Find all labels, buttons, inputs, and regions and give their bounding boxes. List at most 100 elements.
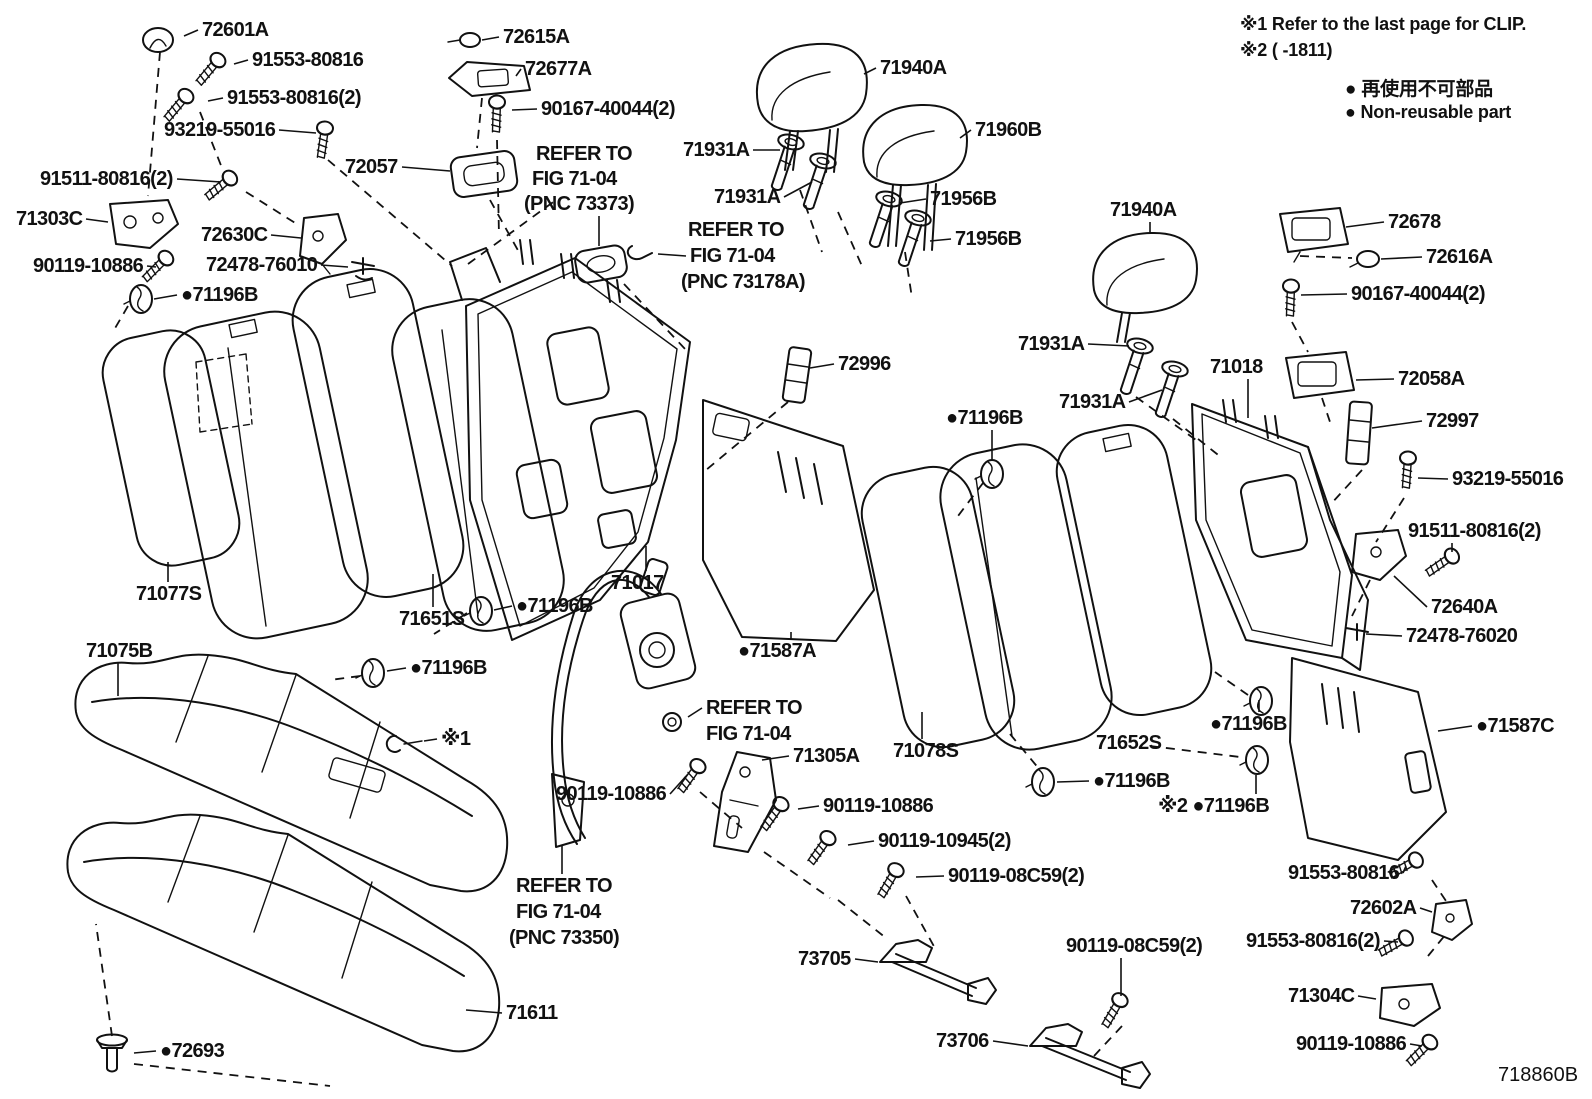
legend-non-reusable-jp: ● 再使用不可部品 <box>1345 79 1493 100</box>
part-label-72058A: 72058A <box>1398 368 1465 390</box>
part-label-FIG-71-04: FIG 71-04 <box>706 723 791 745</box>
part-label-72997: 72997 <box>1426 410 1479 432</box>
part-label-93219-55016: 93219-55016 <box>164 119 276 141</box>
seat-back-cushion-right-71078S <box>860 443 1113 751</box>
part-label-90119-08C59-2: 90119-08C59(2) <box>1066 935 1203 957</box>
part-label-FIG-71-04: FIG 71-04 <box>516 901 601 923</box>
clip-ref1 <box>385 734 423 753</box>
part-label-72478-76020: 72478-76020 <box>1406 625 1518 647</box>
figure-id: 718860B <box>1498 1064 1579 1086</box>
clip-72478-76010 <box>351 257 375 281</box>
hinge-71303C <box>109 199 179 249</box>
part-label-71078S: 71078S <box>893 740 959 762</box>
part-label-73705: 73705 <box>798 948 851 970</box>
belt-guide-72996 <box>781 346 813 404</box>
part-label-91553-80816: 91553-80816 <box>1288 862 1400 884</box>
clip-72615A <box>447 32 481 48</box>
part-label-71931A: 71931A <box>683 139 750 161</box>
seat-cushion-upper-71075B <box>74 653 509 893</box>
headrest-71940A <box>755 42 868 173</box>
part-label-REFER-TO: REFER TO <box>516 875 613 897</box>
part-label-90167-40044-2: 90167-40044(2) <box>541 98 676 120</box>
part-label-REFER-TO: REFER TO <box>688 219 785 241</box>
part-label-91511-80816-2: 91511-80816(2) <box>1408 520 1541 542</box>
part-label-93219-55016: 93219-55016 <box>1452 468 1564 490</box>
side-panel-71587C <box>1289 657 1447 861</box>
seat-back-cushion-center-71651S <box>291 268 565 632</box>
part-label-71931A: 71931A <box>1018 333 1085 355</box>
clip-72601A <box>142 27 174 53</box>
part-label-72678: 72678 <box>1388 211 1441 233</box>
part-label-72478-76010: 72478-76010 <box>206 254 318 276</box>
part-label-72630C: 72630C <box>201 224 268 246</box>
part-label-71651S: 71651S <box>399 608 465 630</box>
part-label-71196B: ●71196B <box>181 284 258 306</box>
part-label-71652S: 71652S <box>1096 732 1162 754</box>
headrest-71940A-right <box>1092 231 1198 343</box>
part-label-72693: ●72693 <box>160 1040 225 1062</box>
part-label-1: ※1 <box>441 728 471 750</box>
part-label-90119-10886: 90119-10886 <box>823 795 934 817</box>
seat-back-frame-71017 <box>449 239 691 641</box>
part-label-71196B: ●71196B <box>946 407 1023 429</box>
part-label-71304C: 71304C <box>1288 985 1355 1007</box>
part-label-71196B: ●71196B <box>516 595 593 617</box>
bracket-72678 <box>1279 207 1349 263</box>
part-label-90119-10886: 90119-10886 <box>1296 1033 1407 1055</box>
part-label-PNC-73178A: (PNC 73178A) <box>681 271 806 293</box>
seat-cushion-lower-71611 <box>66 813 501 1053</box>
part-label-REFER-TO: REFER TO <box>536 143 633 165</box>
part-label-91553-80816: 91553-80816 <box>252 49 364 71</box>
part-label-72616A: 72616A <box>1426 246 1493 268</box>
headrest-71960B <box>862 103 968 251</box>
belt-guide-72997 <box>1345 400 1373 466</box>
part-label-71587A: ●71587A <box>738 640 817 662</box>
belt-anchor-bracket-71305A <box>713 751 777 853</box>
hinge-71304C <box>1379 983 1441 1027</box>
part-label-71940A: 71940A <box>880 57 947 79</box>
pad-refer-73373 <box>574 244 653 284</box>
seat-back-frame-71018 <box>1191 399 1369 671</box>
seat-back-cushion-right-71652S <box>1055 423 1213 717</box>
part-label-71956B: 71956B <box>930 188 997 210</box>
bracket-72677A <box>448 61 531 97</box>
bracket-72058A <box>1285 351 1355 399</box>
striker-72057 <box>449 150 519 198</box>
seat-back-cushion-left-71077S <box>101 310 369 640</box>
part-label-72602A: 72602A <box>1350 897 1417 919</box>
part-label-2-71196B: ※2 ●71196B <box>1158 795 1270 817</box>
hinge-72602A <box>1431 899 1473 941</box>
part-label-71196B: ●71196B <box>1210 713 1287 735</box>
legend-non-reusable-en: ● Non-reusable part <box>1345 102 1512 122</box>
part-label-91511-80816-2: 91511-80816(2) <box>40 168 173 190</box>
clip-72616A <box>1349 250 1380 268</box>
part-label-71196B: ●71196B <box>410 657 487 679</box>
part-label-71305A: 71305A <box>793 745 860 767</box>
part-label-71017: 71017 <box>611 572 664 594</box>
part-label-71931A: 71931A <box>1059 391 1126 413</box>
part-label-PNC-73373: (PNC 73373) <box>524 193 635 215</box>
part-label-90119-10945-2: 90119-10945(2) <box>878 830 1011 852</box>
part-label-71931A: 71931A <box>714 186 781 208</box>
part-label-71956B: 71956B <box>955 228 1022 250</box>
part-label-72677A: 72677A <box>525 58 592 80</box>
leader-lines <box>85 29 1473 1087</box>
part-label-71018: 71018 <box>1210 356 1263 378</box>
part-label-90119-10886: 90119-10886 <box>556 783 667 805</box>
hinge-72640A <box>1351 529 1407 581</box>
part-label-73706: 73706 <box>936 1030 989 1052</box>
note-clip-reference: ※1 Refer to the last page for CLIP. <box>1240 14 1527 34</box>
side-panel-71587A <box>702 399 875 642</box>
seat-belt-assembly <box>551 558 697 848</box>
part-label-71960B: 71960B <box>975 119 1042 141</box>
part-label-REFER-TO: REFER TO <box>706 697 803 719</box>
part-label-72601A: 72601A <box>202 19 269 41</box>
note-production-range: ※2 ( -1811) <box>1240 40 1333 60</box>
track-bracket-73705 <box>879 939 997 1005</box>
part-label-91553-80816-2: 91553-80816(2) <box>1246 930 1381 952</box>
part-label-71075B: 71075B <box>86 640 153 662</box>
part-label-72640A: 72640A <box>1431 596 1498 618</box>
part-label-71940A: 71940A <box>1110 199 1177 221</box>
